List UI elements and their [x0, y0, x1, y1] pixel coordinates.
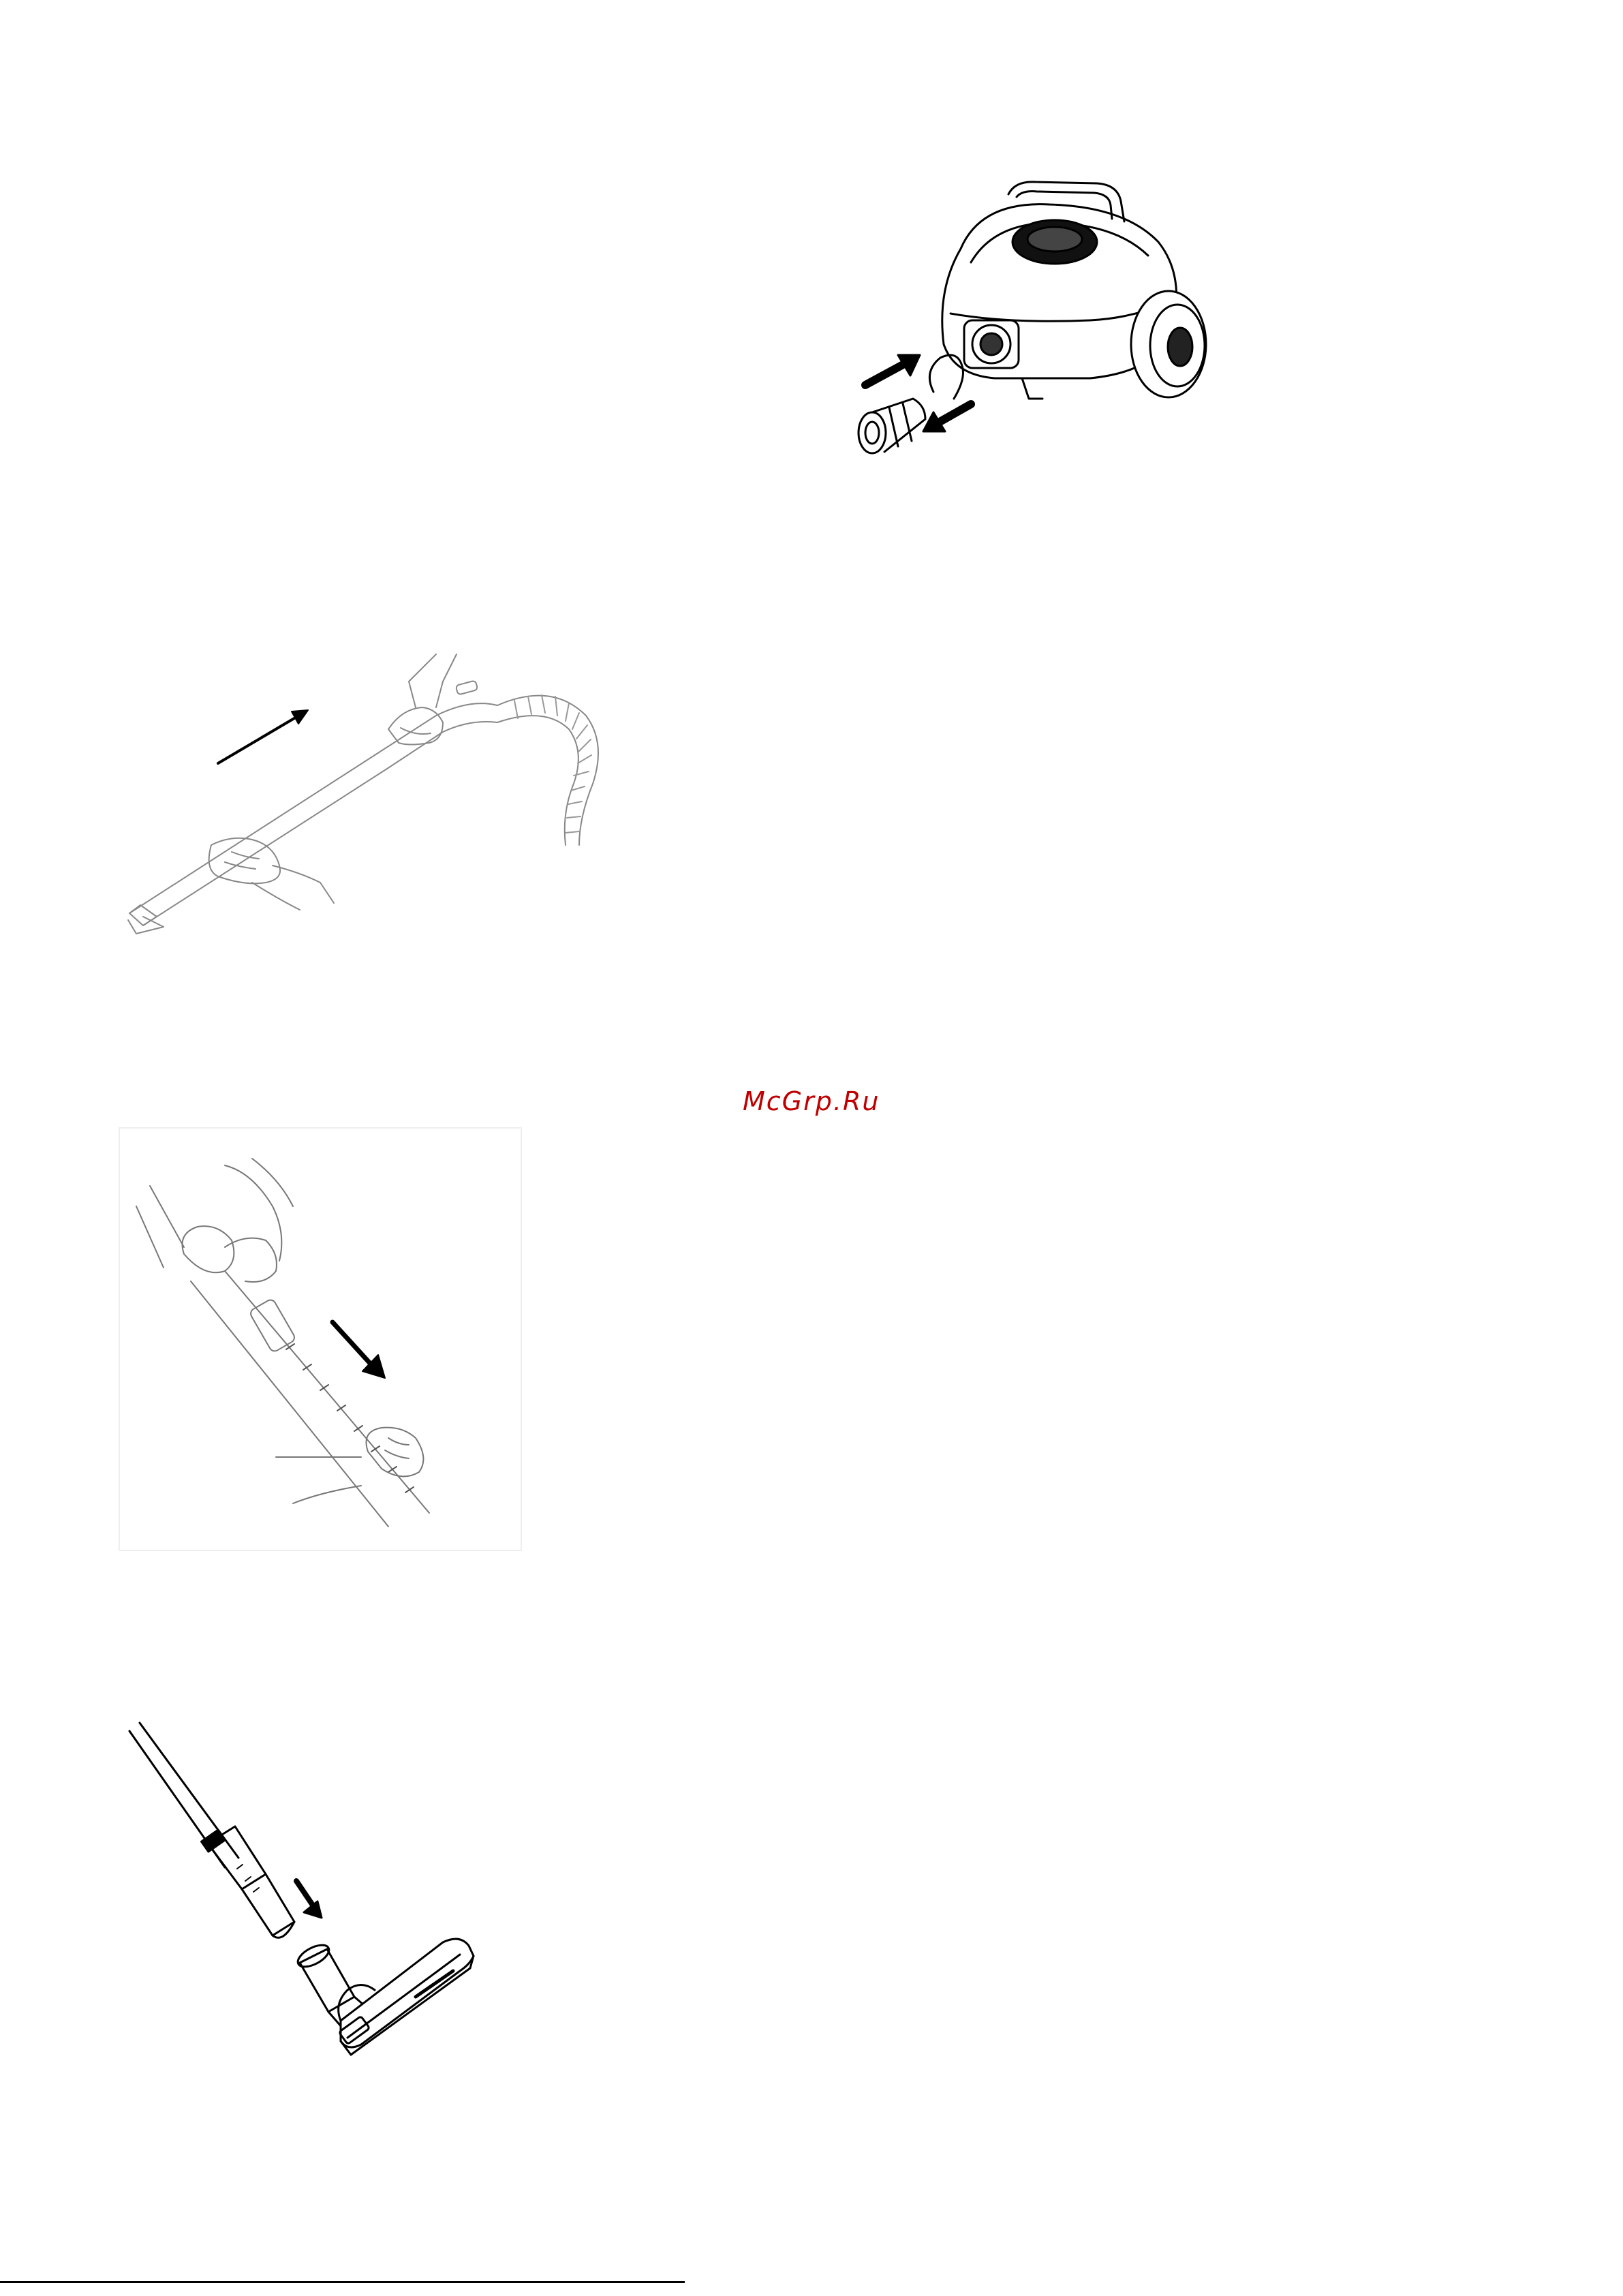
vacuum-cleaner-illustration: [804, 174, 1226, 480]
footer-rule: [0, 2281, 685, 2283]
hose-handle-illustration: [116, 641, 661, 947]
floor-brush-illustration: [116, 1717, 497, 2113]
watermark-text: McGrp.Ru: [743, 1086, 880, 1116]
telescopic-tube-illustration: [116, 1124, 525, 1554]
